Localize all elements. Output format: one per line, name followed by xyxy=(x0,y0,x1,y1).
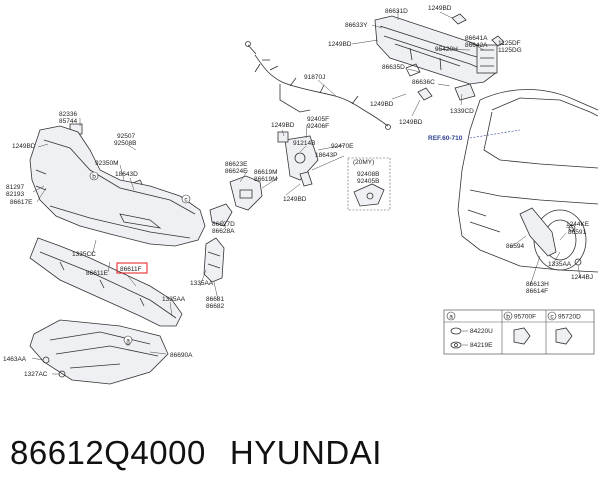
label-86682: 86682 xyxy=(206,303,224,310)
bumper-cover-drawing xyxy=(29,125,206,247)
label-1335CC: 1335CC xyxy=(72,251,96,258)
label-81297: 81297 xyxy=(6,184,24,191)
label-86623E: 86623E xyxy=(225,161,248,168)
label-86690A: 86690A xyxy=(170,352,193,359)
label-1335AA: 1335AA xyxy=(190,280,214,287)
label-82336: 82336 xyxy=(59,111,77,118)
label-82193: 82193 xyxy=(6,191,24,198)
label-1249BD: 1249BD xyxy=(399,119,423,126)
label-91870J: 91870J xyxy=(304,74,325,81)
part-labels: 1249BD 86631D 86633Y 1249BD 86641A 86642… xyxy=(3,5,593,378)
label-1463AA: 1463AA xyxy=(3,356,27,363)
callout-b-2: b xyxy=(506,314,510,321)
label-86611E: 86611E xyxy=(86,270,109,277)
label-20MY: (20MY) xyxy=(353,159,374,166)
label-86631D: 86631D xyxy=(385,8,408,15)
callout-c-1: c xyxy=(184,197,188,204)
label-84219E: 84219E xyxy=(470,342,493,349)
label-92405F: 92405F xyxy=(307,116,329,123)
highlight-box xyxy=(116,262,148,274)
label-85744: 85744 xyxy=(59,118,77,125)
label-86628A: 86628A xyxy=(212,228,235,235)
label-1335AA: 1335AA xyxy=(162,296,186,303)
label-95420H: 95420H xyxy=(435,46,458,53)
label-1125DG: 1125DG xyxy=(498,47,522,54)
label-84220U: 84220U xyxy=(470,328,493,335)
label-92405B: 92405B xyxy=(357,178,379,185)
brand-name: HYUNDAI xyxy=(229,434,382,471)
callout-b-1: b xyxy=(92,174,96,181)
label-92508B: 92508B xyxy=(114,140,136,147)
vehicle-body-drawing xyxy=(457,89,599,273)
label-86611F: 86611F xyxy=(120,266,142,273)
label-92507: 92507 xyxy=(117,133,135,140)
reference-leader xyxy=(469,129,521,139)
label-95700F: 95700F xyxy=(514,314,536,321)
under-cover-drawing xyxy=(29,319,169,385)
label-86614F: 86614F xyxy=(526,288,548,295)
label-86591: 86591 xyxy=(568,229,586,236)
fastener-inset-table xyxy=(443,309,595,355)
callout-markers: b c a a b c xyxy=(89,171,557,345)
label-92470E: 92470E xyxy=(331,143,354,150)
reference-label: REF.60-710 xyxy=(428,135,463,142)
lower-garnish-drawing xyxy=(29,237,183,327)
callout-a-2: a xyxy=(449,314,453,321)
model-year-inset xyxy=(347,157,391,211)
label-1249BD: 1249BD xyxy=(271,122,295,129)
label-1249BD: 1249BD xyxy=(328,41,352,48)
label-18643P: 18643P xyxy=(315,152,337,159)
label-1244KE: 1244KE xyxy=(566,221,590,228)
part-number: 86612Q4000 xyxy=(10,434,206,471)
label-86681: 86681 xyxy=(206,296,224,303)
label-1244BJ: 1244BJ xyxy=(571,274,593,281)
bumper-reinforcement-drawing xyxy=(374,13,505,101)
label-86627D: 86627D xyxy=(212,221,235,228)
label-86619M: 86619M xyxy=(254,169,278,176)
label-1339CD: 1339CD xyxy=(450,108,474,115)
label-1249BD: 1249BD xyxy=(370,101,394,108)
label-86633Y: 86633Y xyxy=(345,22,368,29)
label-1335AA: 1335AA xyxy=(548,261,572,268)
wiring-harness-drawing xyxy=(245,41,391,130)
label-1327AC: 1327AC xyxy=(24,371,48,378)
label-86635D: 86635D xyxy=(382,64,405,71)
label-86613H: 86613H xyxy=(526,281,549,288)
label-86594: 86594 xyxy=(506,243,524,250)
leader-lines xyxy=(31,10,581,375)
label-18643D: 18643D xyxy=(115,171,138,178)
label-92408B: 92408B xyxy=(357,171,379,178)
label-86619M: 86619M xyxy=(254,176,278,183)
label-86636C: 86636C xyxy=(412,79,435,86)
label-1249BD: 1249BD xyxy=(283,196,307,203)
side-bracket-drawing xyxy=(203,237,225,283)
label-86642A: 86642A xyxy=(465,42,488,49)
callout-a-1: a xyxy=(126,338,130,345)
label-1249BD: 1249BD xyxy=(428,5,452,12)
label-91214B: 91214B xyxy=(293,140,315,147)
label-1125DF: 1125DF xyxy=(498,40,521,47)
label-1249BD: 1249BD xyxy=(12,143,36,150)
label-86617E: 86617E xyxy=(10,199,33,206)
label-92350M: 92350M xyxy=(95,160,119,167)
label-86641A: 86641A xyxy=(465,35,488,42)
callout-c-2: c xyxy=(550,314,554,321)
label-92406F: 92406F xyxy=(307,123,329,130)
label-95720D: 95720D xyxy=(558,314,581,321)
label-86624E: 86624E xyxy=(225,168,248,175)
caption: 86612Q4000 HYUNDAI xyxy=(10,428,382,478)
